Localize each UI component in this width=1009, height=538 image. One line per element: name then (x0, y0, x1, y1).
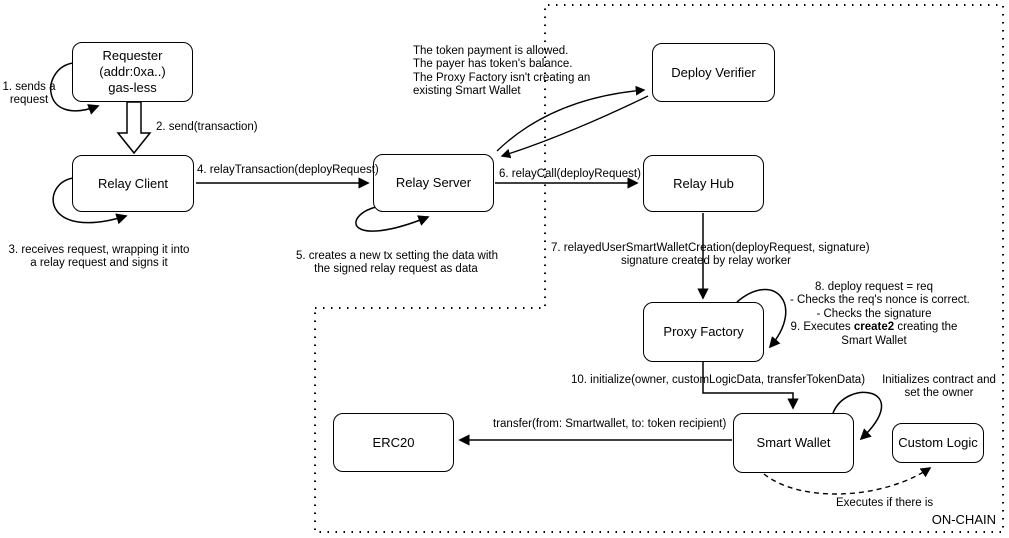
deploy-verifier-label: Deploy Verifier (671, 64, 756, 80)
relay-client-node: Relay Client (72, 155, 194, 212)
relay-client-label: Relay Client (97, 175, 169, 191)
erc20-label: ERC20 (372, 434, 415, 450)
custom-logic-label: Custom Logic (898, 435, 978, 450)
relay-server-node: Relay Server (373, 154, 494, 212)
requester-label-line1: Requester (102, 48, 163, 63)
send-transaction-block-arrow (116, 101, 152, 155)
step10-label: 10. initialize(owner, customLogicData, t… (571, 374, 866, 386)
transfer-label: transfer(from: Smartwallet, to: token re… (493, 418, 727, 430)
smart-wallet-self-loop-arrow (832, 391, 883, 441)
requester-self-loop-arrow (50, 62, 100, 115)
step3-label: 3. receives request, wrapping it into a … (8, 244, 190, 270)
verifier-to-server-arrow (500, 95, 649, 159)
proxy-factory-label: Proxy Factory (663, 324, 744, 339)
create2-bold-text: create2 (853, 321, 895, 334)
step8-9-label: 8. deploy request = req - Checks the req… (790, 281, 970, 347)
smart-wallet-label: Smart Wallet (756, 435, 831, 450)
erc20-node: ERC20 (333, 413, 454, 472)
step1-label: 1. sends a request (2, 81, 56, 107)
requester-label-line3: gas-less (108, 80, 157, 95)
smart-wallet-node: Smart Wallet (733, 413, 854, 473)
initializes-note: Initializes contract and set the owner (882, 374, 996, 400)
proxy-factory-self-loop-arrow (736, 288, 787, 349)
deploy-verifier-node: Deploy Verifier (652, 43, 775, 102)
relay-client-self-loop-arrow (52, 177, 128, 225)
step6-label: 6. relayCall(deployRequest) (499, 168, 641, 180)
step2-label: 2. send(transaction) (156, 121, 258, 133)
relay-hub-node: Relay Hub (643, 155, 764, 212)
relay-hub-label: Relay Hub (673, 175, 734, 191)
onchain-region-label: ON-CHAIN (931, 512, 996, 527)
requester-node: Requester (addr:0xa..) gas-less (72, 42, 193, 102)
step5-label: 5. creates a new tx setting the data wit… (296, 250, 499, 276)
relay-server-label: Relay Server (395, 175, 472, 190)
executes-note: Executes if there is (836, 497, 934, 509)
custom-logic-node: Custom Logic (892, 423, 984, 463)
verifier-note: The token payment is allowed. The payer … (413, 45, 591, 98)
relay-server-self-loop-arrow (355, 206, 430, 232)
executes-dashed-arrow (763, 467, 932, 495)
step4-label: 4. relayTransaction(deployRequest) (197, 164, 379, 176)
proxy-factory-node: Proxy Factory (643, 302, 764, 362)
step7-label: 7. relayedUserSmartWalletCreation(deploy… (551, 242, 870, 268)
initialize-arrow (702, 362, 799, 410)
server-to-verifier-arrow (496, 85, 646, 152)
requester-label-line2: (addr:0xa..) (99, 64, 166, 79)
